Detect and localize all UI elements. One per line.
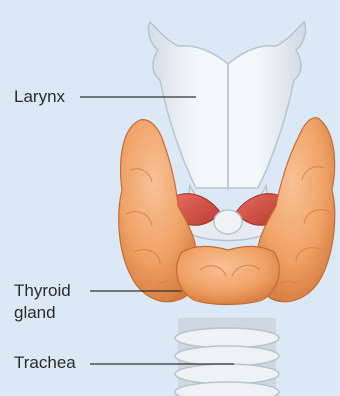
larynx-label: Larynx bbox=[14, 87, 65, 107]
thyroid-gland-label: Thyroid gland bbox=[14, 280, 94, 324]
trachea bbox=[175, 318, 279, 396]
trachea-label: Trachea bbox=[14, 353, 76, 373]
